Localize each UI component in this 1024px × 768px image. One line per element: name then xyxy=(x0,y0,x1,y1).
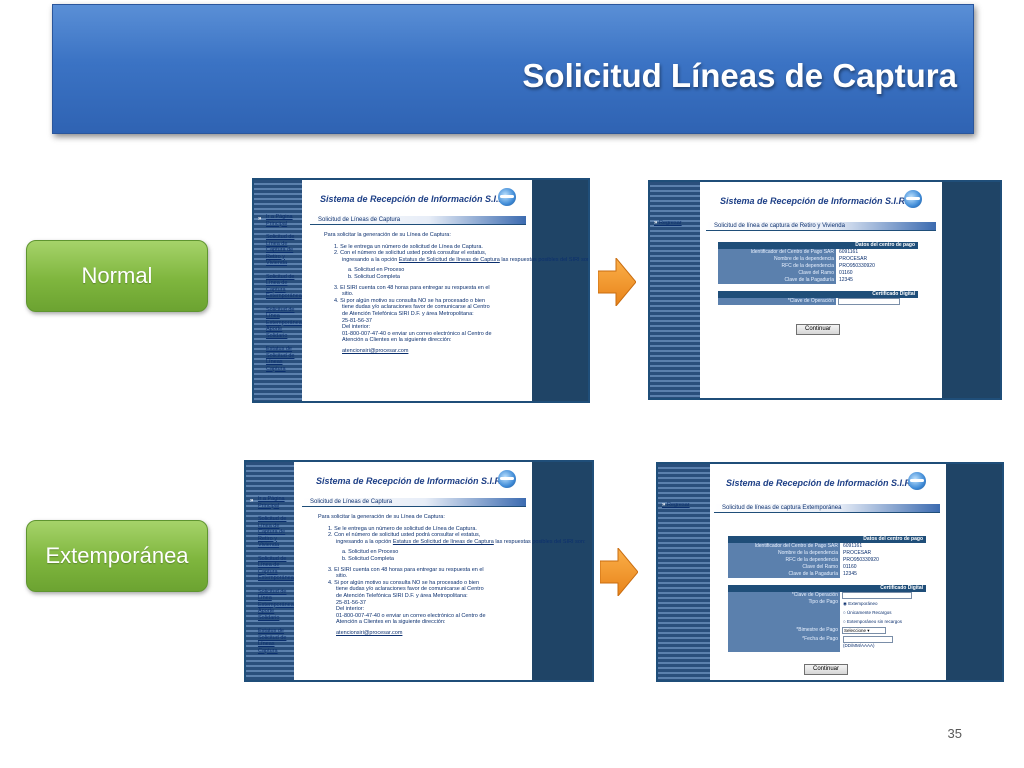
radio-recargos[interactable]: ○ Únicamente Recargos xyxy=(843,610,892,615)
screenshot-normal-form: Sistema de Recepción de Información S.I.… xyxy=(648,180,1002,400)
menu-item-aporte[interactable]: Solicitud de Línea Extemporánea Aporte S… xyxy=(266,306,302,339)
siri-logo-icon xyxy=(904,190,922,208)
label-extemporanea: Extemporánea xyxy=(26,520,208,592)
section-bar: Solicitud de líneas de captura Extemporá… xyxy=(714,504,940,513)
siri-header: Sistema de Recepción de Información S.I.… xyxy=(720,196,913,206)
section-bar: Solicitud de línea de captura de Retiro … xyxy=(706,222,936,231)
menu-item-estatus[interactable]: Estatus de Solicitud de Líneas Captura xyxy=(258,628,287,654)
menu-item-retiro[interactable]: Solicitud de Línea de Captura de Retiro … xyxy=(266,234,295,266)
menu-item-aporte[interactable]: Solicitud de Línea Extemporánea Aporte S… xyxy=(258,588,294,621)
side-menu: » Regresar xyxy=(654,220,682,226)
menu-item-retiro[interactable]: Solicitud de Línea de Captura de Retiro … xyxy=(258,516,287,548)
label-normal: Normal xyxy=(26,240,208,312)
menu-item-estatus[interactable]: Estatus de Solicitud de Líneas Captura xyxy=(266,346,295,372)
screenshot-ext-form: Sistema de Recepción de Información S.I.… xyxy=(656,462,1004,682)
back-link[interactable]: Regresar xyxy=(667,502,690,508)
continuar-button[interactable]: Continuar xyxy=(796,324,840,335)
info-text: Para solicitar la generación de su Línea… xyxy=(318,514,586,636)
side-menu: Ir a Página Principal Solicitud de Línea… xyxy=(266,214,302,379)
chevron-right-icon: » xyxy=(250,498,254,504)
siri-header: Sistema de Recepción de Información S.I.… xyxy=(316,476,509,486)
radio-extemporaneo[interactable]: ◉ Extemporáneo xyxy=(843,601,878,606)
fecha-input[interactable] xyxy=(843,636,893,643)
chevron-down-icon: ▾ xyxy=(867,628,870,633)
arrow-right-icon xyxy=(600,548,638,596)
menu-item-extemporanea[interactable]: Solicitud de Línea de Captura Extemporán… xyxy=(258,555,294,582)
side-menu: » Regresar xyxy=(662,502,690,508)
siri-logo-icon xyxy=(498,470,516,488)
siri-header: Sistema de Recepción de Información S.I.… xyxy=(726,478,919,488)
page-number: 35 xyxy=(947,726,962,741)
side-menu: Ir a Página Principal Solicitud de Línea… xyxy=(258,496,294,661)
data-table: Datos del centro de pago Identificador d… xyxy=(718,242,918,305)
screenshot-normal-info: Sistema de Recepción de Información S.I.… xyxy=(252,178,590,403)
siri-logo-icon xyxy=(908,472,926,490)
menu-item-extemporanea[interactable]: Solicitud de Línea de Captura Extemporán… xyxy=(266,273,302,300)
data-table: Datos del centro de pago Identificador d… xyxy=(728,536,926,652)
slide-title: Solicitud Líneas de Captura xyxy=(522,57,957,94)
email-link[interactable]: atencionsiri@procesar.com xyxy=(342,347,409,354)
siri-header: Sistema de Recepción de Información S.I.… xyxy=(320,194,513,204)
back-link[interactable]: Regresar xyxy=(659,220,682,226)
section-bar: Solicitud de Líneas de Captura xyxy=(302,498,526,507)
clave-input[interactable] xyxy=(842,592,912,599)
estatus-link[interactable]: Estatus de Solicitud de líneas de Captur… xyxy=(398,256,500,263)
info-text: Para solicitar la generación de su Línea… xyxy=(324,232,590,354)
arrow-right-icon xyxy=(598,258,636,306)
continuar-button[interactable]: Continuar xyxy=(804,664,848,675)
menu-item-home[interactable]: Ir a Página Principal xyxy=(258,496,285,509)
radio-sin-recargos[interactable]: ○ Extemporáneo sin recargos xyxy=(843,619,902,624)
title-banner: Solicitud Líneas de Captura xyxy=(52,4,974,134)
clave-input[interactable] xyxy=(838,298,900,305)
estatus-link[interactable]: Estatus de Solicitud de líneas de Captur… xyxy=(392,538,494,545)
email-link[interactable]: atencionsiri@procesar.com xyxy=(336,629,403,636)
chevron-right-icon: » xyxy=(258,216,262,222)
menu-item-home[interactable]: Ir a Página Principal xyxy=(266,214,293,227)
bimestre-select[interactable]: Seleccione ▾ xyxy=(842,627,886,634)
screenshot-ext-info: Sistema de Recepción de Información S.I.… xyxy=(244,460,594,682)
section-bar: Solicitud de Líneas de Captura xyxy=(310,216,526,225)
siri-logo-icon xyxy=(498,188,516,206)
